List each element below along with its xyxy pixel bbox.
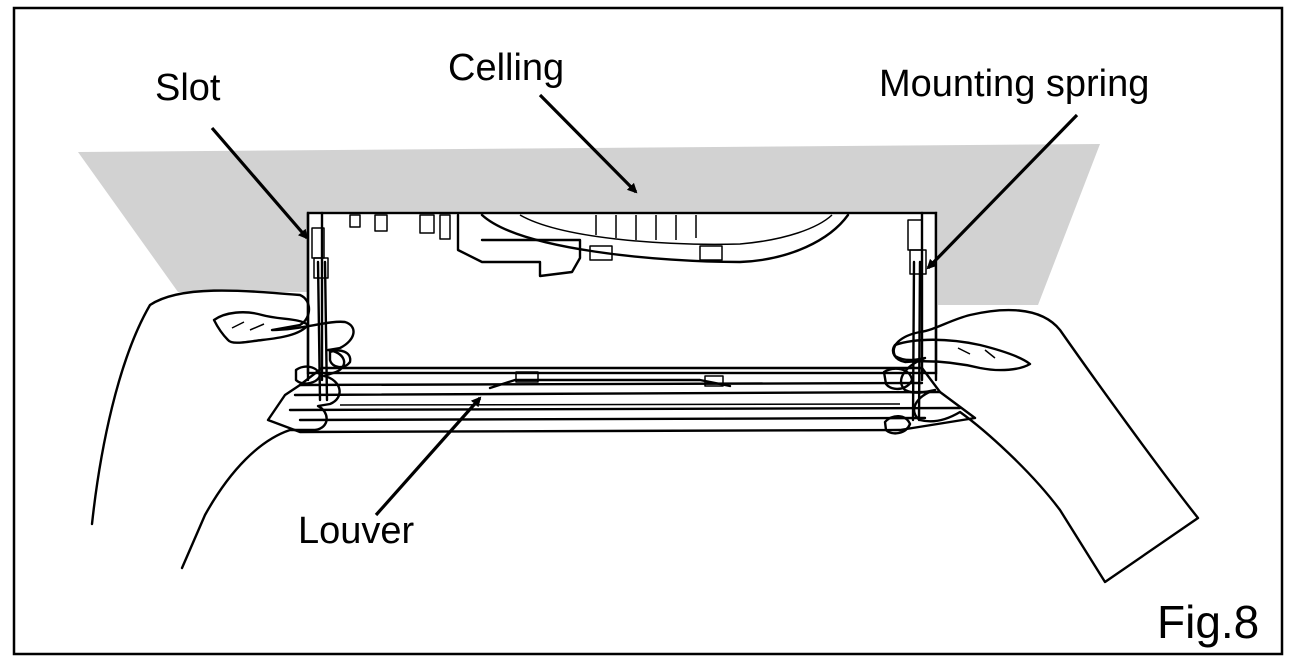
louver-arrow [374,396,482,517]
ceiling-arrow [538,93,638,194]
louver-label: Louver [298,510,415,552]
indoor-unit-body [306,211,938,382]
figure-number: Fig.8 [1157,596,1259,648]
mounting-spring-label: Mounting spring [879,63,1149,105]
ceiling-label: Celling [448,47,564,89]
ceiling-surface [78,144,1100,305]
slot-arrow [210,126,309,240]
front-panel [266,366,977,434]
mounting-spring-arrow [926,113,1079,270]
slot-label: Slot [155,67,221,109]
figure-frame [12,6,1284,656]
right-hand [882,308,1200,584]
left-hand [90,289,355,570]
